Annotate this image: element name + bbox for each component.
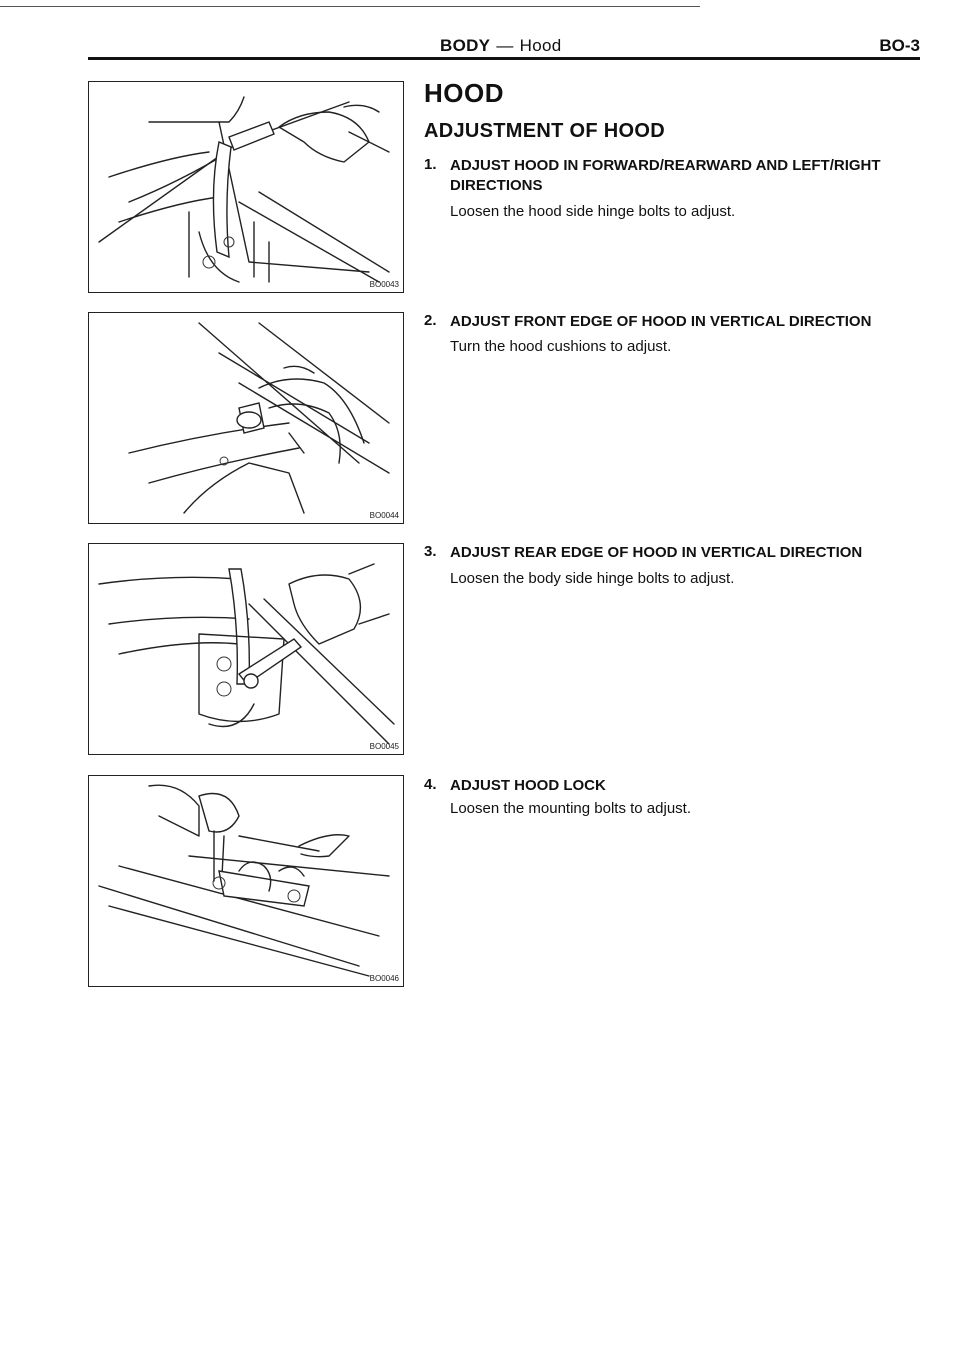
- step-text: Turn the hood cushions to adjust.: [450, 338, 672, 355]
- step-4: 4. ADJUST HOOD LOCK Loosen the mounting …: [424, 776, 924, 836]
- figure-body-hinge-bolts: BO0045: [88, 543, 404, 755]
- step-number: 3.: [424, 543, 437, 560]
- step-heading: ADJUST REAR EDGE OF HOOD IN VERTICAL DIR…: [450, 544, 863, 561]
- figure-hood-cushion: BO0044: [88, 312, 404, 524]
- hood-lock-illustration: [98, 784, 390, 977]
- step-heading: ADJUST FRONT EDGE OF HOOD IN VERTICAL DI…: [450, 313, 872, 330]
- step-number: 2.: [424, 312, 437, 329]
- header-rule: [88, 57, 920, 60]
- page-number: BO-3: [879, 36, 920, 55]
- step-number: 1.: [424, 156, 437, 173]
- step-2: 2. ADJUST FRONT EDGE OF HOOD IN VERTICAL…: [424, 312, 924, 372]
- step-heading: ADJUST HOOD IN FORWARD/REARWARD AND LEFT…: [450, 157, 881, 194]
- hood-hinge-illustration: [98, 96, 390, 283]
- figure-code: BO0044: [369, 511, 399, 520]
- step-3: 3. ADJUST REAR EDGE OF HOOD IN VERTICAL …: [424, 543, 924, 603]
- step-number: 4.: [424, 776, 437, 793]
- figure-code: BO0043: [369, 280, 399, 289]
- step-text: Loosen the body side hinge bolts to adju…: [450, 570, 735, 587]
- figure-code: BO0046: [369, 974, 399, 983]
- step-text: Loosen the hood side hinge bolts to adju…: [450, 203, 736, 220]
- figure-code: BO0045: [369, 742, 399, 751]
- top-rule: [0, 6, 700, 7]
- step-1: 1. ADJUST HOOD IN FORWARD/REARWARD AND L…: [424, 156, 924, 246]
- figure-hood-hinge-bolts: BO0043: [88, 81, 404, 293]
- body-hinge-illustration: [98, 563, 395, 745]
- figure-hood-lock: BO0046: [88, 775, 404, 987]
- hood-cushion-illustration: [128, 322, 390, 514]
- section-header: BODY—Hood: [440, 36, 562, 55]
- page-title: HOOD: [424, 78, 504, 108]
- step-text: Loosen the mounting bolts to adjust.: [450, 800, 691, 817]
- section-subtitle: ADJUSTMENT OF HOOD: [424, 120, 665, 142]
- step-heading: ADJUST HOOD LOCK: [450, 777, 606, 794]
